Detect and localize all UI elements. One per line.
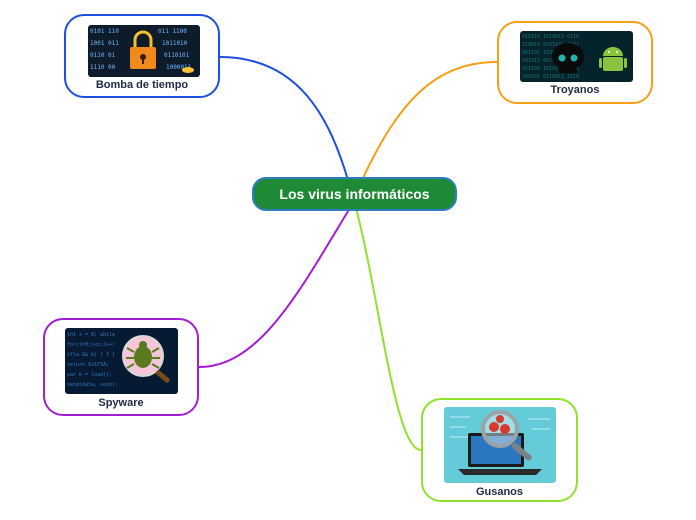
svg-text:010110 1010011 0110: 010110 1010011 0110 xyxy=(522,34,579,40)
svg-text:110010 0101101 1001: 110010 0101101 1001 xyxy=(522,42,579,48)
central-topic-label: Los virus informáticos xyxy=(279,186,430,202)
branch-line-bomba xyxy=(219,56,349,181)
svg-text:send(data, sock);: send(data, sock); xyxy=(67,382,118,388)
svg-text:0101 110: 0101 110 xyxy=(90,28,119,35)
svg-text:for(i=0;i<n;i++): for(i=0;i<n;i++) xyxy=(67,342,115,348)
topic-label: Troyanos xyxy=(550,84,600,96)
svg-text:011 1100: 011 1100 xyxy=(158,28,187,35)
skull-android-image: 010110 1010011 0110 110010 0101101 1001 … xyxy=(520,31,633,82)
svg-text:001101 1100101 0110: 001101 1100101 0110 xyxy=(522,50,579,56)
topic-troyanos[interactable]: 010110 1010011 0110 110010 0101101 1001 … xyxy=(497,21,653,104)
svg-text:0110101: 0110101 xyxy=(164,52,190,59)
svg-text:101011 0011010 1101: 101011 0011010 1101 xyxy=(522,58,579,64)
svg-text:1011010: 1011010 xyxy=(162,40,188,47)
branch-line-gusanos xyxy=(355,207,422,451)
branch-line-spyware xyxy=(198,207,351,368)
topic-gusanos[interactable]: Gusanos xyxy=(421,398,578,502)
svg-text:100101 0110011 1010: 100101 0110011 1010 xyxy=(522,74,579,80)
topic-spyware[interactable]: int x = 0; while for(i=0;i<n;i++) if(a &… xyxy=(43,318,199,416)
topic-bomba-de-tiempo[interactable]: 0101 110 011 1100 1001 011 1011010 0110 01… xyxy=(64,14,220,98)
branch-line-troyanos xyxy=(361,61,498,181)
spy-bug-image: int x = 0; while for(i=0;i<n;i++) if(a &… xyxy=(65,328,178,394)
svg-text:int x = 0; while: int x = 0; while xyxy=(67,332,115,338)
svg-text:var k = load();: var k = load(); xyxy=(67,372,112,378)
svg-text:1000011: 1000011 xyxy=(166,64,192,71)
svg-text:0110 01: 0110 01 xyxy=(90,52,116,59)
svg-text:return 0x1F3A;: return 0x1F3A; xyxy=(67,362,109,368)
topic-label: Bomba de tiempo xyxy=(95,79,189,91)
svg-text:011100 1010110 0011: 011100 1010110 0011 xyxy=(522,66,579,72)
topic-label: Gusanos xyxy=(475,486,524,498)
svg-text:if(a && b) { f }: if(a && b) { f } xyxy=(67,352,115,358)
laptop-worm-image xyxy=(444,407,556,483)
topic-label: Spyware xyxy=(98,397,144,409)
central-topic[interactable]: Los virus informáticos xyxy=(252,177,457,211)
time-bomb-image: 0101 110 011 1100 1001 011 1011010 0110 01… xyxy=(88,25,200,77)
svg-text:1110 00: 1110 00 xyxy=(90,64,116,71)
svg-text:1001 011: 1001 011 xyxy=(90,40,119,47)
